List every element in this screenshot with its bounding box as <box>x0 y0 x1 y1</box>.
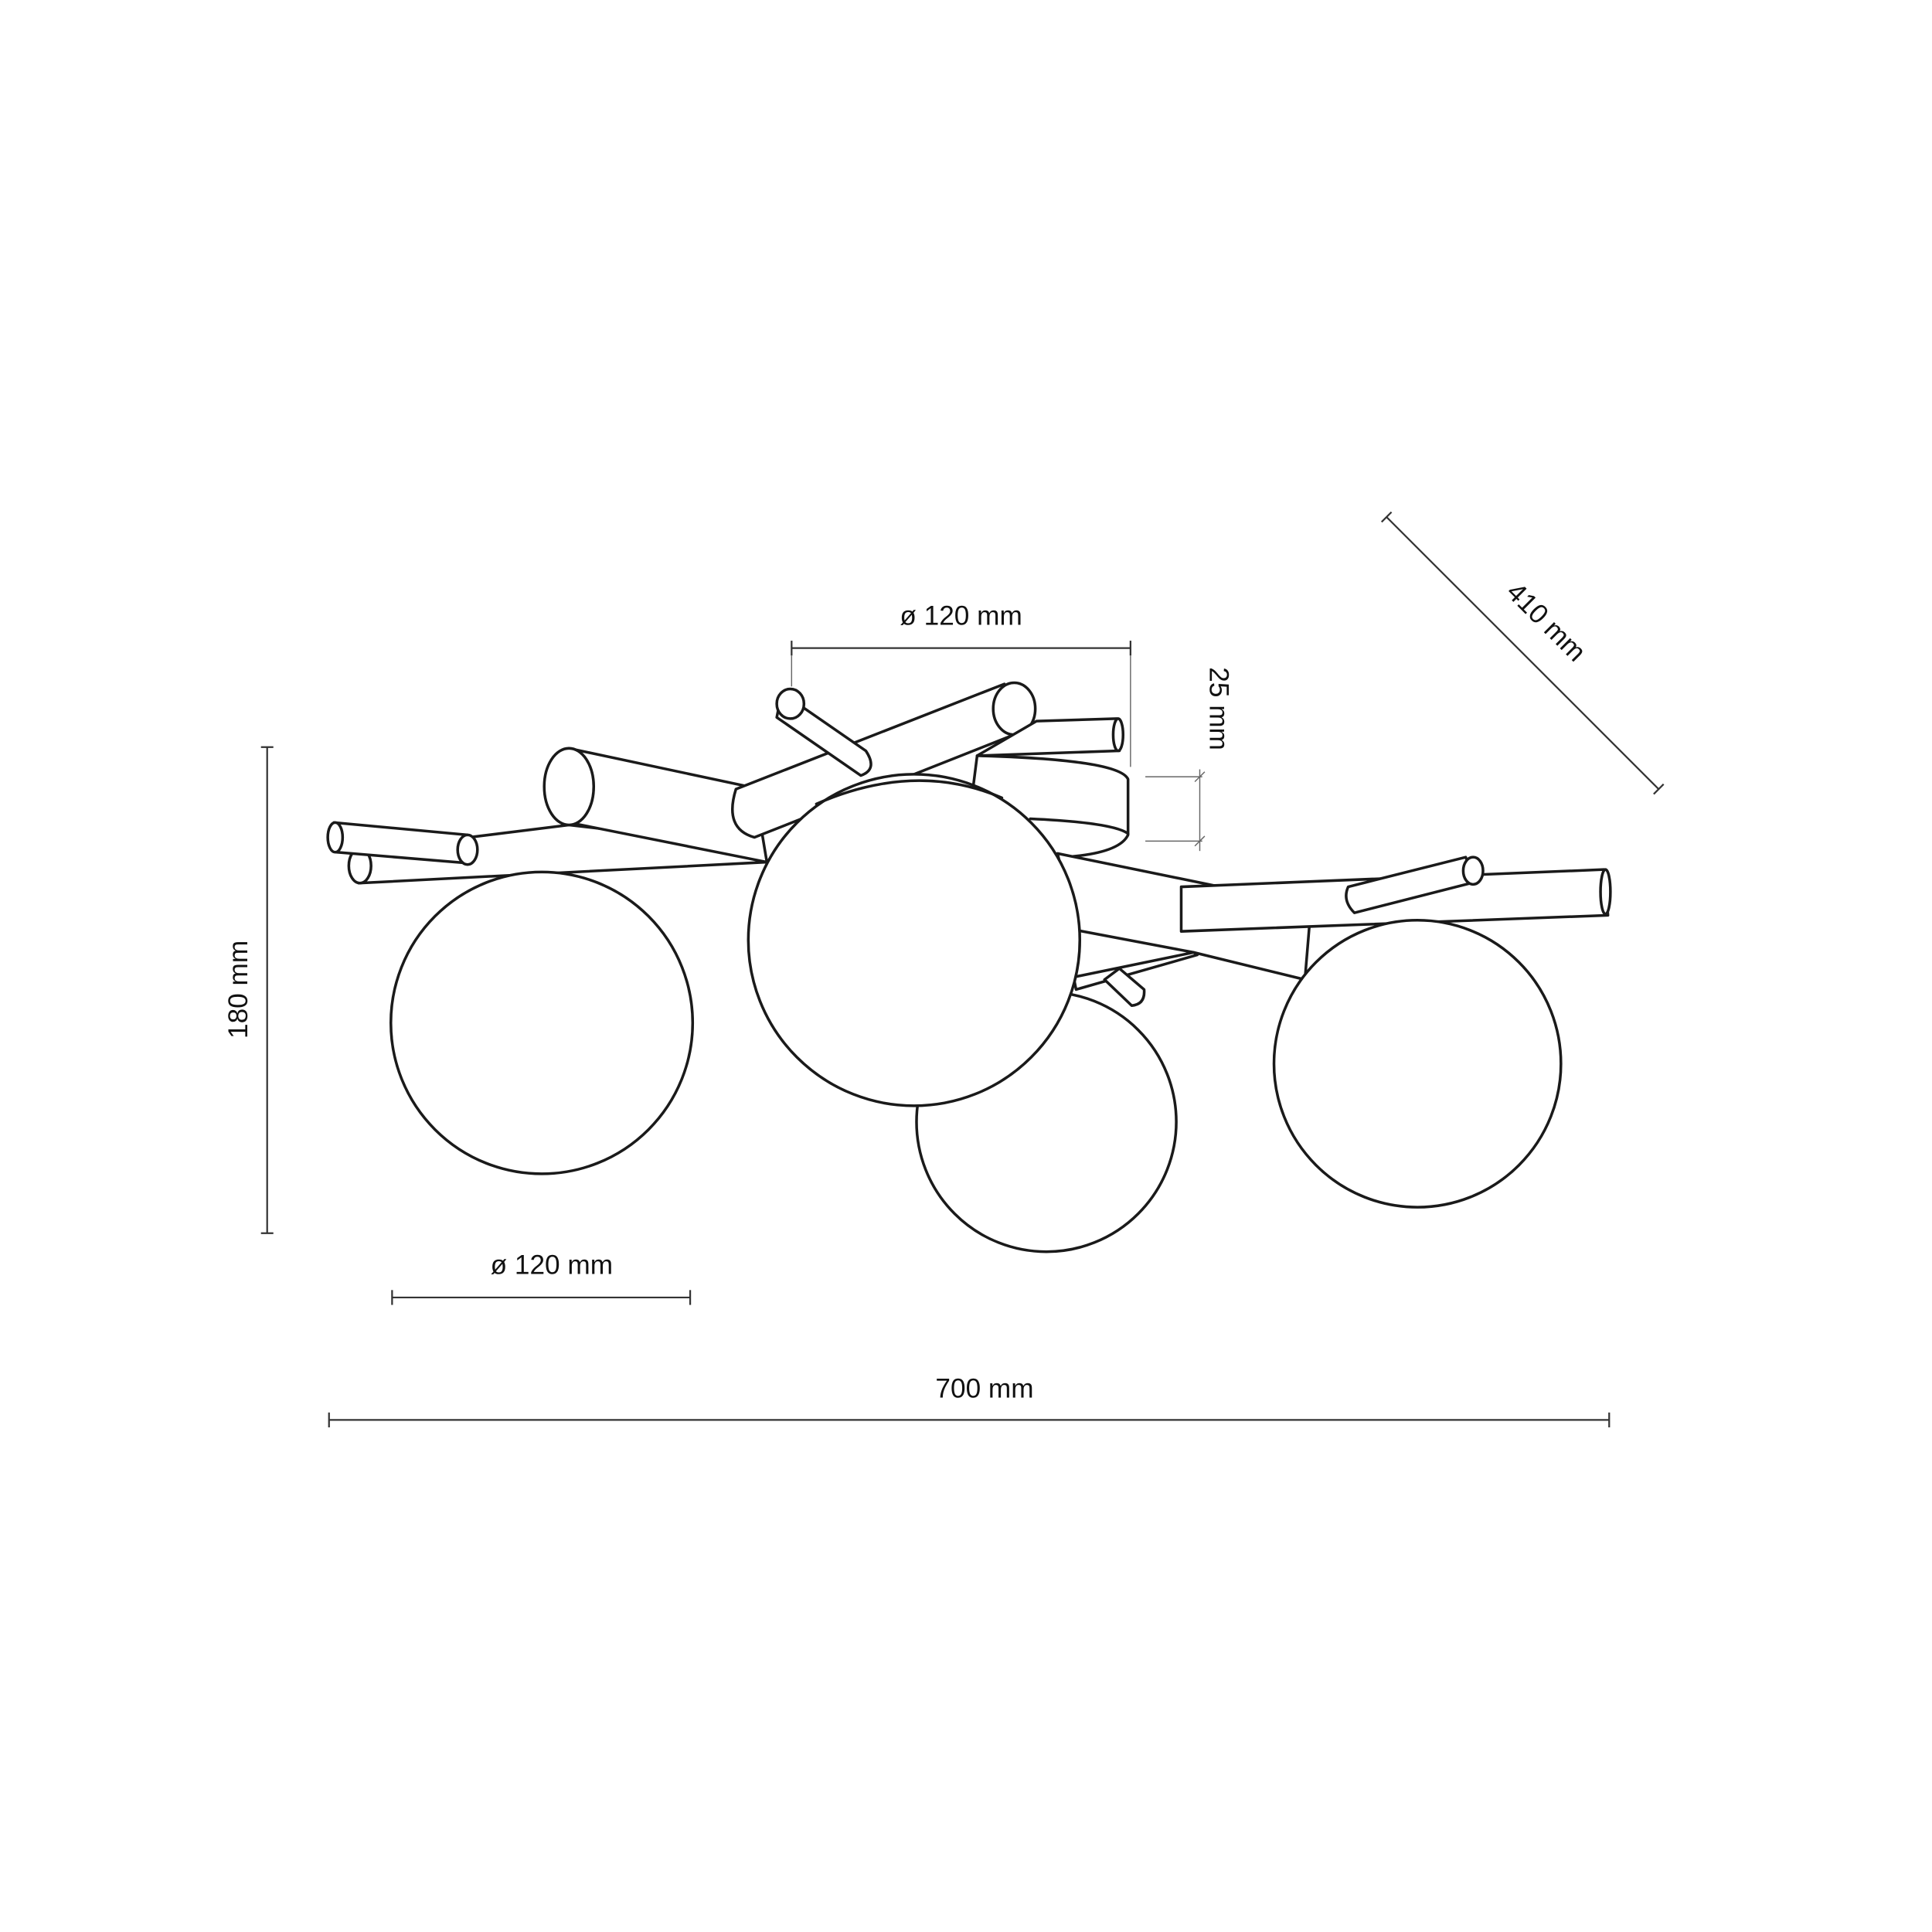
globe-center <box>747 773 1082 1107</box>
label-width: 700 mm <box>935 1374 1033 1404</box>
globe-left <box>389 870 695 1175</box>
lamp-globes <box>389 773 1563 1253</box>
lamp-arms <box>326 681 1612 1007</box>
label-canopy-height: 25 mm <box>1203 667 1233 750</box>
dimension-globe-diameter: ø 120 mm <box>391 1250 692 1305</box>
globe-right <box>1272 919 1563 1209</box>
dimension-canopy-height: 25 mm <box>1145 667 1233 852</box>
dimension-depth: 410 mm <box>1380 511 1665 795</box>
label-globe-diameter: ø 120 mm <box>491 1250 613 1281</box>
label-height: 180 mm <box>223 940 253 1039</box>
dimension-width: 700 mm <box>328 1374 1611 1427</box>
dimension-top-diameter: ø 120 mm <box>791 600 1131 767</box>
label-depth: 410 mm <box>1501 577 1592 668</box>
label-top-diameter: ø 120 mm <box>900 600 1022 631</box>
dimension-height: 180 mm <box>223 746 274 1234</box>
